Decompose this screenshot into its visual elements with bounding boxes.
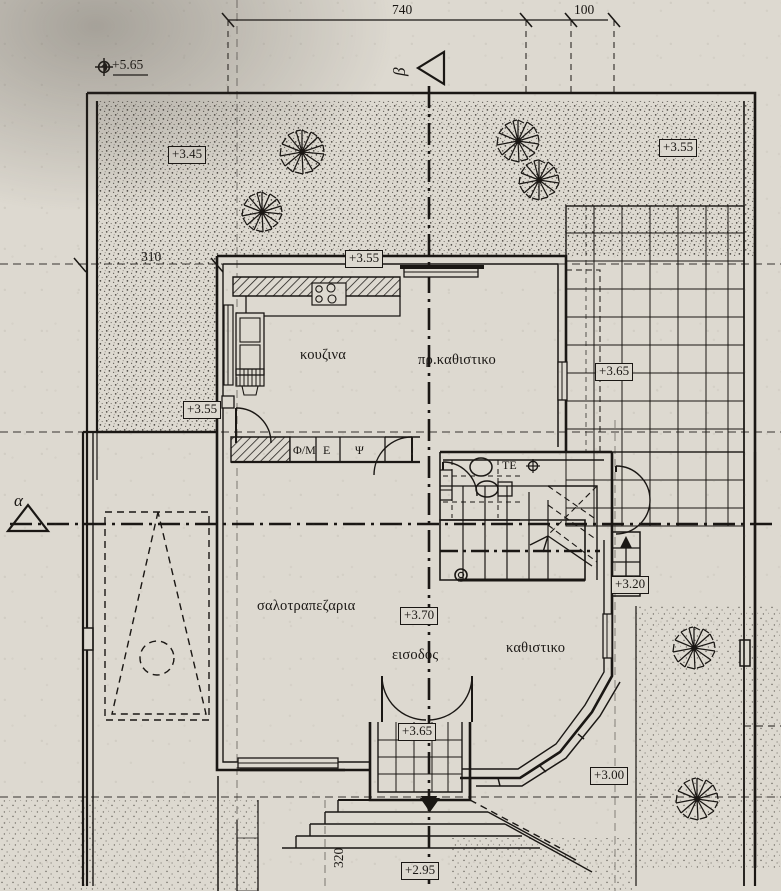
room-label-kitchen: κουζινα xyxy=(300,347,347,363)
benchmark-symbol xyxy=(95,58,148,76)
dimension-310: 310 xyxy=(141,249,162,264)
appliance-label-oven: Ε xyxy=(323,443,331,457)
room-label-pre-sitting: πρ.καθιστικο xyxy=(418,352,496,368)
elevation-tag-365-porch: +3.65 xyxy=(398,723,437,741)
elevation-tag-355-kitchen: +3.55 xyxy=(345,250,384,268)
elevation-tag-320-steps: +3.20 xyxy=(611,576,650,594)
appliance-label-fridge: Ψ xyxy=(355,443,364,457)
house-walls xyxy=(215,254,614,780)
door-swings xyxy=(235,407,651,722)
elevation-tag-370-living: +3.70 xyxy=(400,607,439,625)
bathroom-fixtures xyxy=(439,452,540,521)
room-label-entrance: εισοδος xyxy=(392,647,439,663)
interior-partitions xyxy=(221,276,420,464)
elevation-tag-355-ne: +3.55 xyxy=(659,139,698,157)
tree-symbols xyxy=(241,119,719,821)
left-fence xyxy=(81,430,217,886)
ground-stipple-areas xyxy=(0,101,781,891)
terrace-steps xyxy=(612,531,641,597)
elevation-tag-300-yard: +3.00 xyxy=(590,767,629,785)
dimension-740: 740 xyxy=(392,2,413,17)
elevation-tag-295-path: +2.95 xyxy=(401,862,440,880)
elevation-tag-355-west: +3.55 xyxy=(183,401,222,419)
ground-detail-lines xyxy=(236,800,259,891)
bay-window-wall xyxy=(470,675,621,787)
right-fence xyxy=(635,452,781,886)
section-marker-beta: β xyxy=(390,67,409,76)
section-marker-alpha: α xyxy=(14,491,23,510)
elevation-tag-365-terrace: +3.65 xyxy=(595,363,634,381)
entrance-porch xyxy=(282,722,593,873)
dimension-100: 100 xyxy=(574,2,595,17)
canopy-projection xyxy=(104,511,210,721)
room-label-sitting: καθιστικο xyxy=(506,640,566,656)
bathroom-label-te: ΤΕ xyxy=(502,458,517,472)
section-line-alpha xyxy=(5,503,772,533)
top-dimension-line xyxy=(221,12,621,96)
dimension-320: 320 xyxy=(331,847,346,868)
appliance-label-washer: Φ/Μ xyxy=(293,443,316,457)
staircase xyxy=(439,485,600,582)
elevation-benchmark-565: +5.65 xyxy=(112,57,144,72)
elevation-tag-345: +3.45 xyxy=(168,146,207,164)
window-openings xyxy=(82,265,751,769)
room-label-living-dining: σαλοτραπεζαρια xyxy=(257,598,356,614)
